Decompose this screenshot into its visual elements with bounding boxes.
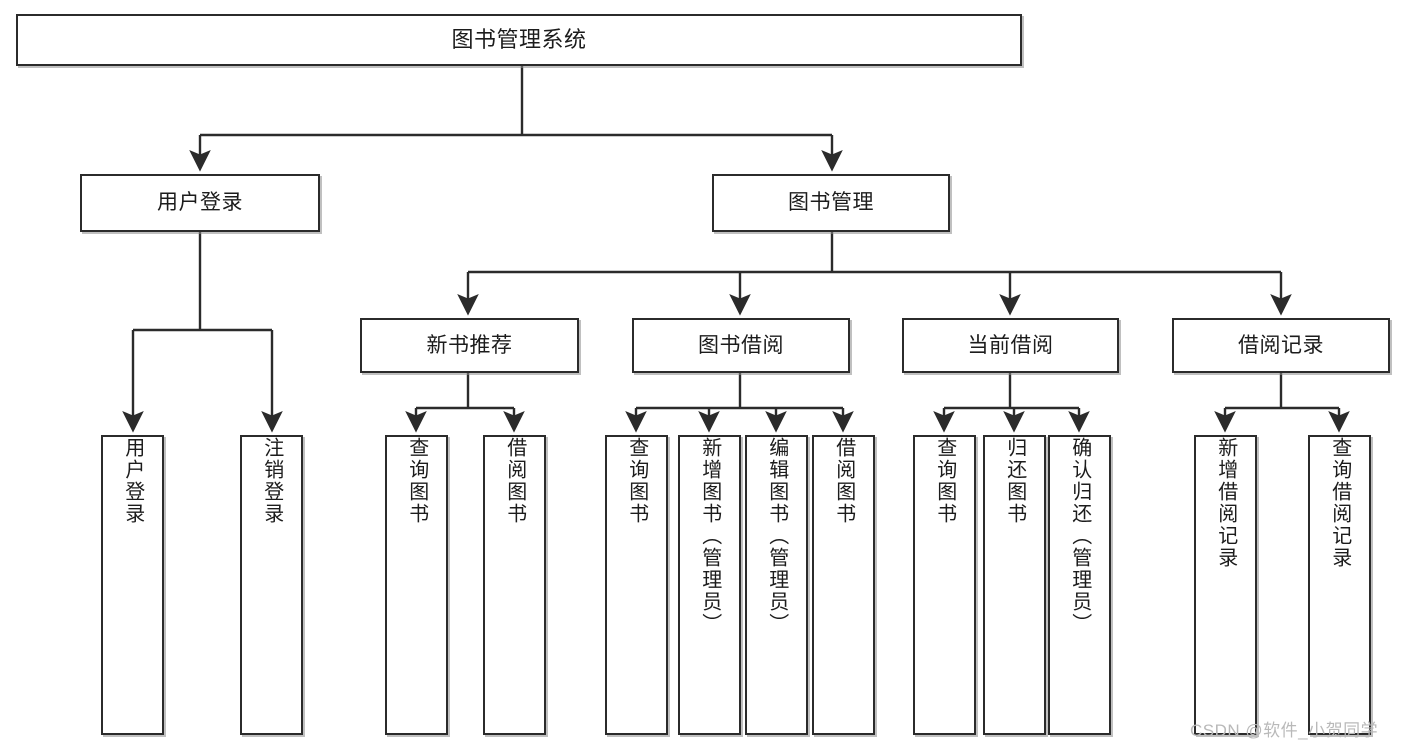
node-user-login[interactable]: 用户登录 [80, 174, 320, 232]
node-leaf-logout[interactable]: 注销登录 [240, 435, 303, 735]
node-leaf-user-login-label: 用户登录 [121, 437, 144, 525]
node-root-label: 图书管理系统 [451, 26, 587, 52]
node-leaf-query-record-label: 查询借阅记录 [1328, 437, 1351, 569]
node-borrow-record-label: 借阅记录 [1238, 333, 1324, 357]
node-leaf-query-book-borrow[interactable]: 查询图书 [605, 435, 668, 735]
node-leaf-query-book-rec-label: 查询图书 [405, 437, 428, 525]
node-leaf-logout-label: 注销登录 [260, 437, 283, 525]
node-leaf-edit-book[interactable]: 编辑图书（管理员） [745, 435, 808, 735]
node-current-borrow[interactable]: 当前借阅 [902, 318, 1119, 373]
node-leaf-borrow-book[interactable]: 借阅图书 [812, 435, 875, 735]
node-leaf-query-book-current-label: 查询图书 [933, 437, 956, 525]
node-leaf-return-book-label: 归还图书 [1003, 437, 1026, 525]
node-leaf-borrow-book-rec-label: 借阅图书 [503, 437, 526, 525]
node-root[interactable]: 图书管理系统 [16, 14, 1022, 66]
node-current-borrow-label: 当前借阅 [967, 333, 1054, 357]
node-leaf-borrow-book-rec[interactable]: 借阅图书 [483, 435, 546, 735]
node-leaf-query-book-borrow-label: 查询图书 [625, 437, 648, 525]
node-book-manage-label: 图书管理 [788, 191, 874, 215]
node-leaf-edit-book-label: 编辑图书（管理员） [765, 437, 788, 635]
node-book-borrow-label: 图书借阅 [698, 333, 784, 357]
node-user-login-label: 用户登录 [157, 191, 243, 215]
node-leaf-return-book[interactable]: 归还图书 [983, 435, 1046, 735]
node-leaf-query-book-current[interactable]: 查询图书 [913, 435, 976, 735]
node-leaf-add-record-label: 新增借阅记录 [1214, 437, 1237, 569]
node-leaf-user-login[interactable]: 用户登录 [101, 435, 164, 735]
csdn-watermark: CSDN @软件_小贺同学 [1190, 721, 1379, 740]
node-leaf-confirm-return-label: 确认归还（管理员） [1068, 437, 1091, 635]
node-book-manage[interactable]: 图书管理 [712, 174, 950, 232]
node-new-book-recommend[interactable]: 新书推荐 [360, 318, 579, 373]
node-leaf-query-book-rec[interactable]: 查询图书 [385, 435, 448, 735]
node-leaf-query-record[interactable]: 查询借阅记录 [1308, 435, 1371, 735]
node-new-book-recommend-label: 新书推荐 [426, 333, 513, 357]
node-book-borrow[interactable]: 图书借阅 [632, 318, 850, 373]
node-leaf-add-record[interactable]: 新增借阅记录 [1194, 435, 1257, 735]
node-leaf-confirm-return[interactable]: 确认归还（管理员） [1048, 435, 1111, 735]
node-leaf-add-book-label: 新增图书（管理员） [698, 437, 721, 635]
node-leaf-borrow-book-label: 借阅图书 [832, 437, 855, 525]
node-leaf-add-book[interactable]: 新增图书（管理员） [678, 435, 741, 735]
node-borrow-record[interactable]: 借阅记录 [1172, 318, 1390, 373]
